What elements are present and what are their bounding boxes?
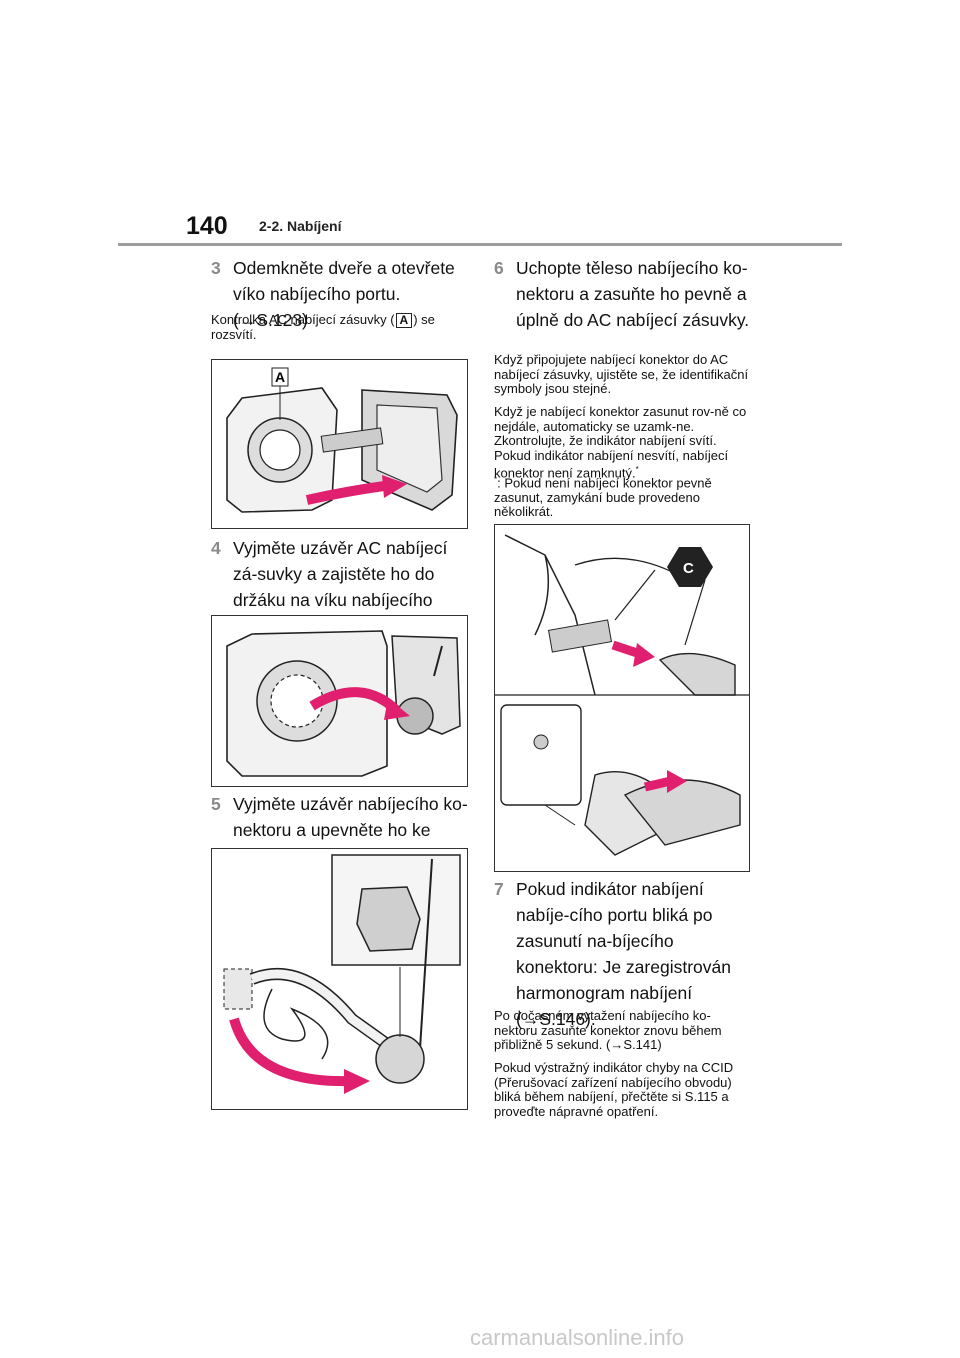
step-3: 3 Odemkněte dveře a otevřete víko nabíje…	[211, 255, 471, 333]
step-text: Pokud indikátor nabíjení nabíje-cího por…	[516, 879, 731, 1029]
callout-label: A	[395, 313, 413, 328]
step-7-note-b: Pokud výstražný indikátor chyby na CCID …	[494, 1060, 734, 1119]
figure-label-c: C	[683, 560, 694, 577]
step-number: 7	[494, 879, 504, 899]
footnote-marker: *	[494, 475, 498, 484]
note-text: Kontrolka AC nabíjecí zásuvky (	[211, 312, 395, 327]
step-number: 6	[494, 258, 504, 278]
step-6-note-a: Když připojujete nabíjecí konektor do AC…	[494, 352, 749, 396]
step-text: Uchopte těleso nabíjecího ko-nektoru a z…	[516, 258, 750, 330]
watermark: carmanualsonline.info	[470, 1325, 685, 1350]
step-3-note: Kontrolka AC nabíjecí zásuvky (A) se roz…	[211, 312, 467, 343]
figure-insert-connector: C	[494, 524, 750, 872]
step-number: 3	[211, 258, 221, 278]
note-text: Když je nabíjecí konektor zasunut rov-ně…	[494, 404, 747, 481]
step-7-note-a: Po dočasném vytažení nabíjecího ko-nekto…	[494, 1008, 722, 1052]
step-7: 7 Pokud indikátor nabíjení nabíje-cího p…	[494, 876, 758, 1032]
figure-remove-socket-cap	[211, 615, 468, 787]
step-6-note-b: Když je nabíjecí konektor zasunut rov-ně…	[494, 404, 750, 481]
header-divider	[118, 243, 842, 246]
figure-label-a: A	[275, 369, 285, 385]
footnote-marker: *	[635, 465, 639, 474]
step-6: 6 Uchopte těleso nabíjecího ko-nektoru a…	[494, 255, 758, 333]
footnote-text: : Pokud není nabíjecí konektor pevně zas…	[494, 475, 712, 520]
figure-connector-cap-on-cable	[211, 848, 468, 1110]
figure-charging-port-open: A	[211, 359, 468, 529]
footnote: *: Pokud není nabíjecí konektor pevně za…	[494, 473, 750, 520]
step-text: Odemkněte dveře a otevřete víko nabíjecí…	[233, 258, 455, 330]
section-title: 2-2. Nabíjení	[259, 218, 342, 234]
note-text: ) se rozsvítí.	[211, 312, 435, 342]
page-number: 140	[186, 212, 228, 240]
step-number: 5	[211, 794, 221, 814]
step-number: 4	[211, 538, 221, 558]
